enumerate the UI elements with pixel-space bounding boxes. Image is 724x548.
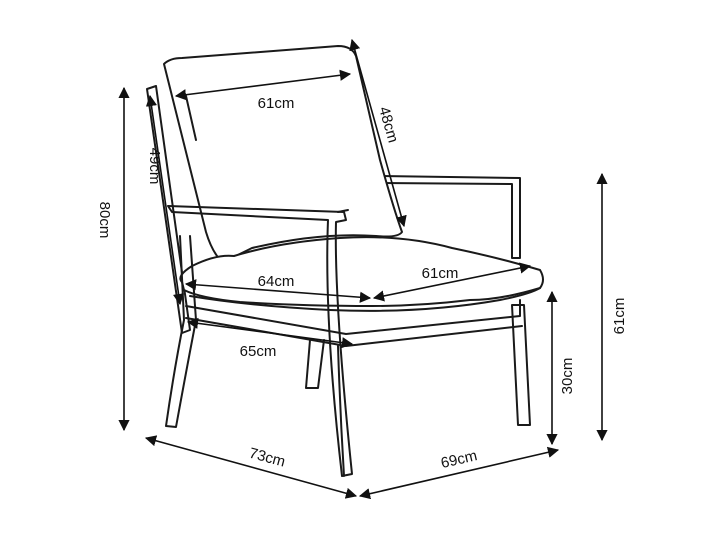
- label-frame-width: 65cm: [240, 343, 277, 360]
- dim-seat-depth: [372, 262, 532, 302]
- dim-overall-width: [144, 435, 358, 499]
- dim-frame-width: [186, 317, 354, 349]
- dim-overall-depth: [358, 446, 560, 500]
- label-seat-width: 64cm: [258, 273, 295, 290]
- label-seat-height: 30cm: [559, 358, 576, 395]
- label-overall-depth: 69cm: [439, 447, 479, 472]
- label-seat-depth: 61cm: [422, 265, 459, 282]
- dim-seat-width: [184, 279, 372, 303]
- label-armrest-height: 61cm: [611, 298, 628, 335]
- label-overall-width: 73cm: [247, 445, 287, 471]
- backrest-cushion: [163, 45, 403, 263]
- chair-drawing: [146, 45, 544, 477]
- seat-frame-rail-bottom: [185, 317, 523, 347]
- rear-center-leg: [305, 339, 325, 389]
- dim-back-side-height: [145, 94, 185, 306]
- rear-right-leg: [511, 304, 531, 426]
- armrest-edge: [337, 209, 349, 213]
- front-left-leg: [165, 235, 197, 428]
- backrest-seam: [185, 95, 197, 141]
- dim-backrest-width: [174, 69, 352, 101]
- right-armrest: [377, 175, 521, 259]
- label-total-height: 80cm: [96, 202, 113, 239]
- label-backrest-width: 61cm: [258, 95, 295, 112]
- dim-backrest-height: [349, 38, 407, 228]
- dimension-lines: [118, 38, 608, 500]
- label-back-side-height: 49cm: [146, 148, 163, 185]
